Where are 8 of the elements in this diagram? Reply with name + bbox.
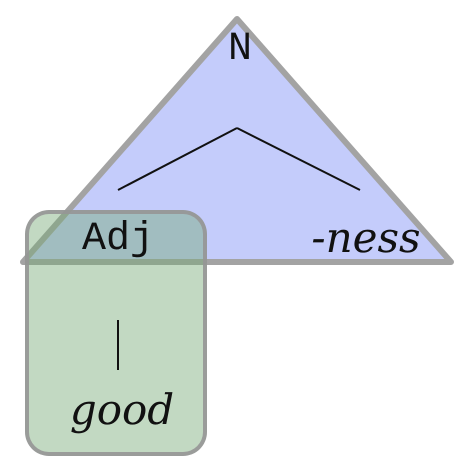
category-label: N	[205, 22, 275, 128]
morpheme-label: -ness	[282, 190, 450, 270]
tree-branch	[236, 127, 360, 191]
tree-branch	[117, 320, 119, 370]
box-highlight	[25, 210, 207, 456]
category-label: Adj	[58, 190, 178, 320]
word-label: good	[52, 374, 192, 444]
tree-branch	[118, 127, 238, 191]
